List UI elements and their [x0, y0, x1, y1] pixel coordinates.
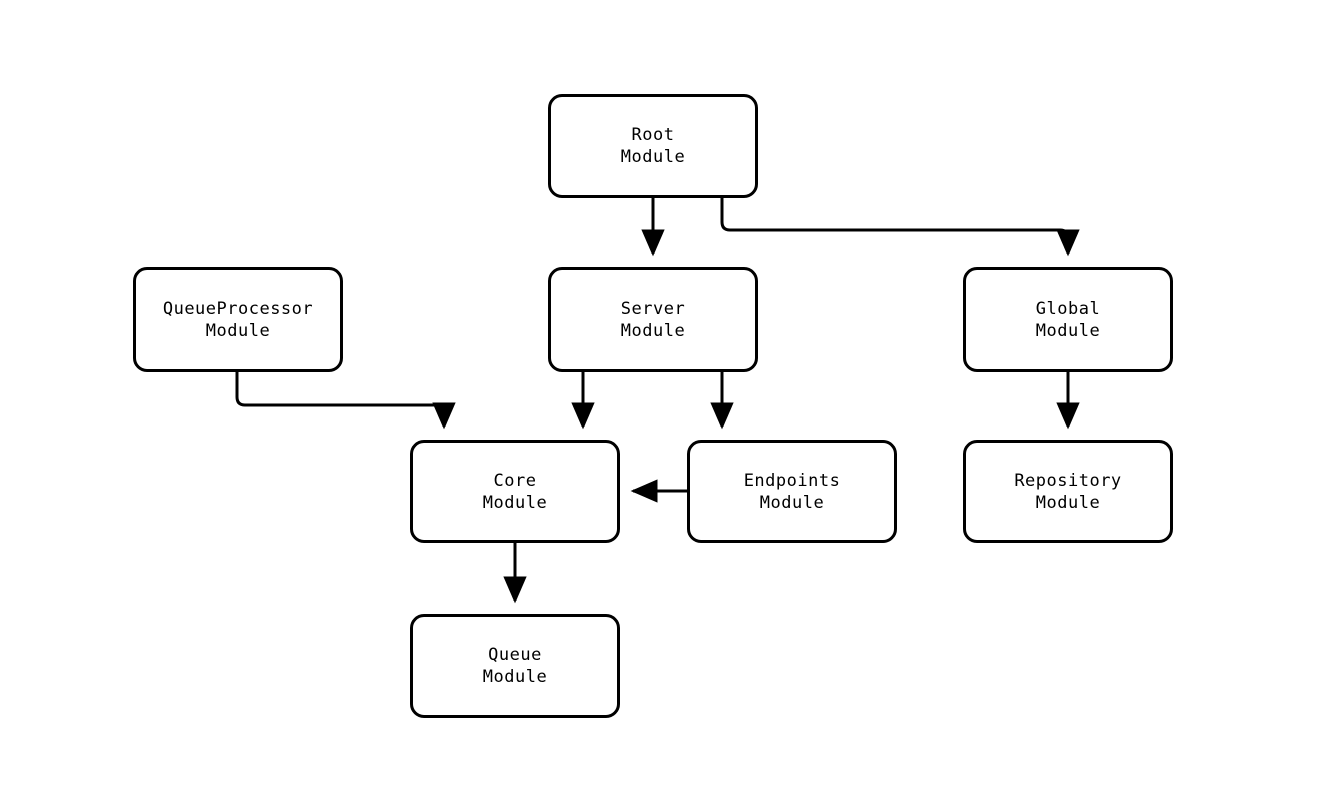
node-queue-module[interactable]: Queue Module — [410, 614, 620, 718]
node-server-module[interactable]: Server Module — [548, 267, 758, 372]
node-root-module-line1: Root — [631, 125, 675, 145]
node-core-module[interactable]: Core Module — [410, 440, 620, 543]
node-queue-module-line2: Module — [482, 667, 548, 687]
node-repository-module-line2: Module — [1035, 492, 1101, 513]
node-queueprocessor-module[interactable]: QueueProcessor Module — [133, 267, 343, 372]
node-root-module-line2: Module — [620, 147, 686, 167]
node-endpoints-module-line2: Module — [759, 492, 825, 513]
node-queueprocessor-module-line2: Module — [205, 320, 271, 341]
node-global-module[interactable]: Global Module — [963, 267, 1173, 372]
node-server-module-line1: Server — [620, 298, 686, 319]
node-queueprocessor-module-line1: QueueProcessor — [162, 298, 314, 319]
node-root-module[interactable]: Root Module — [548, 94, 758, 198]
node-repository-module[interactable]: Repository Module — [963, 440, 1173, 543]
node-core-module-line1: Core — [493, 470, 537, 491]
edge-queueprocessor-to-core — [235, 372, 456, 430]
node-server-module-line2: Module — [620, 320, 686, 341]
node-endpoints-module-line1: Endpoints — [743, 470, 841, 491]
node-endpoints-module[interactable]: Endpoints Module — [687, 440, 897, 543]
node-queue-module-line1: Queue — [488, 645, 542, 665]
edge-root-to-global — [720, 198, 1080, 257]
node-core-module-line2: Module — [482, 492, 548, 513]
node-global-module-line1: Global — [1035, 298, 1101, 319]
node-global-module-line2: Module — [1035, 320, 1101, 341]
node-repository-module-line1: Repository — [1014, 470, 1122, 491]
